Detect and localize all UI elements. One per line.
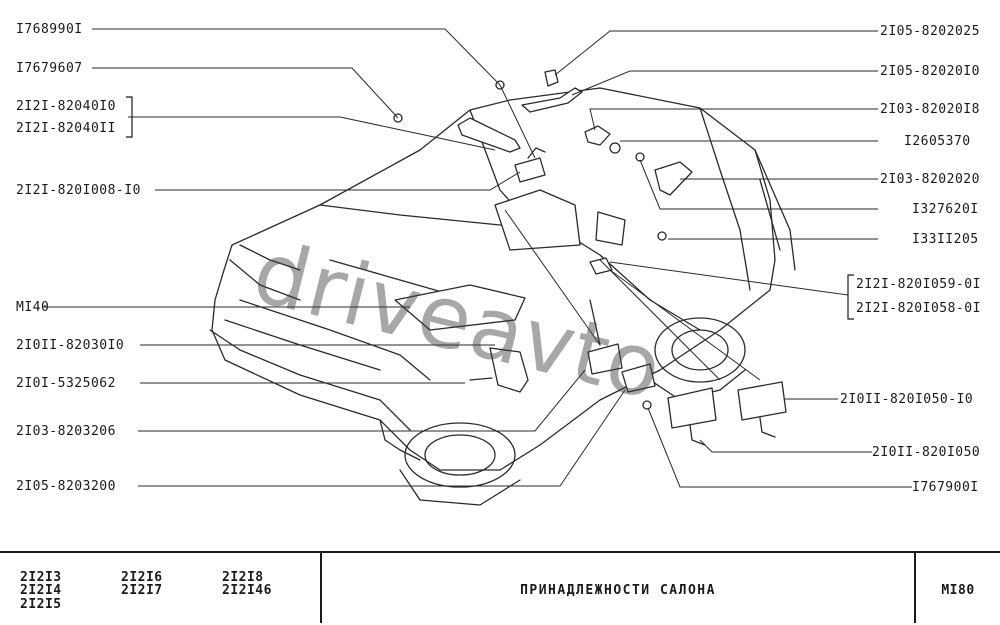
page-number: MI80	[941, 583, 975, 598]
leader-lines	[42, 28, 912, 488]
part-number-label: I767900I	[912, 480, 979, 495]
part-number-label: 2I0II-820I050	[872, 445, 981, 460]
part-number-label: 2I03-8202020	[880, 172, 980, 187]
outer-mirror-left	[667, 387, 717, 446]
part-number-label: I2605370	[904, 134, 971, 149]
part-number-label: 2I05-8203200	[16, 479, 116, 494]
footer-divider	[914, 551, 916, 623]
page-title: ПРИНАДЛЕЖНОСТИ САЛОНА	[520, 583, 716, 598]
label-brackets	[126, 96, 854, 320]
model-code: 2I2I4	[20, 583, 62, 598]
part-number-label: MI40	[16, 300, 50, 315]
part-number-label: 2I2I-820I059-0I	[856, 277, 981, 292]
part-number-label: 2I0I-5325062	[16, 376, 116, 391]
bracket	[521, 69, 611, 146]
model-code: 2I2I5	[20, 597, 62, 612]
footer-divider	[320, 551, 322, 623]
part-number-label: I7679607	[16, 61, 83, 76]
grab-handle	[654, 161, 693, 196]
part-number-label: 2I05-8202025	[880, 24, 980, 39]
sun-visor	[457, 117, 521, 153]
part-number-label: 2I0II-820I050-I0	[840, 392, 974, 407]
model-code: 2I2I7	[121, 583, 163, 598]
part-number-label: 2I2I-820I008-I0	[16, 183, 141, 198]
part-number-label: 2I0II-82030I0	[16, 338, 125, 353]
small-fasteners	[393, 80, 667, 410]
glovebox	[394, 189, 581, 331]
outer-mirror-right	[737, 381, 787, 438]
part-number-label: I327620I	[912, 202, 979, 217]
model-code: 2I2I8	[222, 570, 264, 585]
ashtray	[489, 343, 656, 393]
part-number-label: 2I03-8203206	[16, 424, 116, 439]
part-number-label: 2I2I-820I058-0I	[856, 301, 981, 316]
part-number-label: 2I03-82020I8	[880, 102, 980, 117]
interior-mirror	[514, 147, 546, 183]
model-code: 2I2I3	[20, 570, 62, 585]
footer-frame	[0, 551, 1000, 625]
part-number-label: I33II205	[912, 232, 979, 247]
part-number-label: 2I05-82020I0	[880, 64, 980, 79]
model-code: 2I2I6	[121, 570, 163, 585]
rear-view-mirror-inner	[589, 211, 626, 275]
part-number-label: 2I2I-82040II	[16, 121, 116, 136]
part-number-label: 2I2I-82040I0	[16, 99, 116, 114]
model-code: 2I2I46	[222, 583, 272, 598]
part-number-label: I768990I	[16, 22, 83, 37]
